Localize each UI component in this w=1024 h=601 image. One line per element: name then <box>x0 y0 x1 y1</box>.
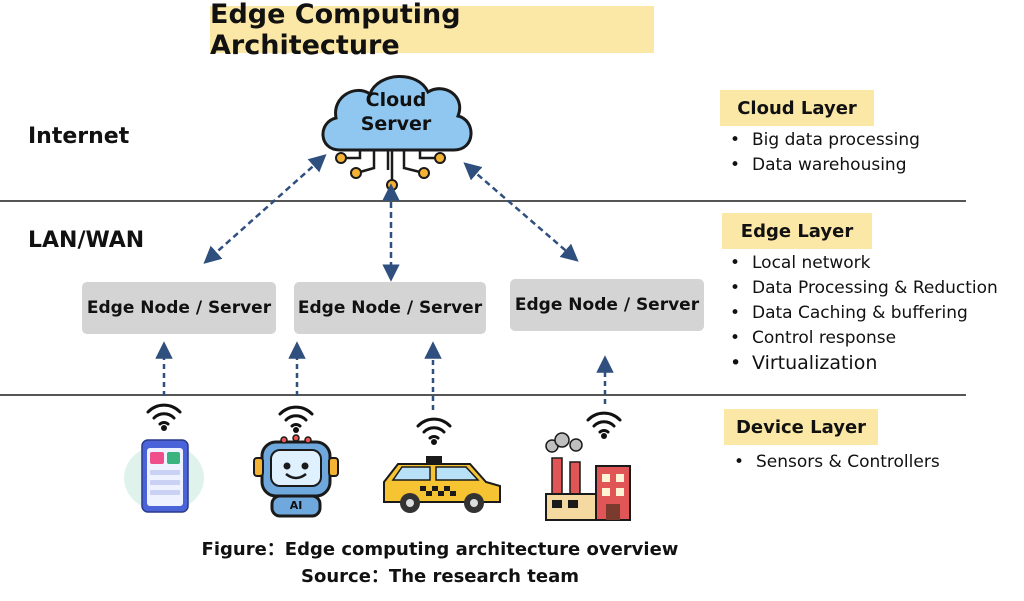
list-item: Control response <box>724 326 998 351</box>
zone-label-lan-wan: LAN/WAN <box>28 228 145 253</box>
source-caption: Source：The research team <box>301 566 579 587</box>
device-layer-list: Sensors & Controllers <box>728 450 940 475</box>
edge-node-3: Edge Node / Server <box>510 279 704 331</box>
edge-layer-label: Edge Layer <box>722 213 872 249</box>
list-item: Local network <box>724 251 998 276</box>
cloud-server-icon <box>321 75 473 191</box>
edge-node-1: Edge Node / Server <box>82 282 276 334</box>
list-item: Virtualization <box>724 351 998 376</box>
list-item: Data warehousing <box>724 153 920 178</box>
cloud-layer-label: Cloud Layer <box>720 90 874 126</box>
taxi-icon <box>383 456 501 513</box>
list-item: Big data processing <box>724 128 920 153</box>
figure-caption: Figure：Edge computing architecture overv… <box>201 539 679 560</box>
ai-robot-icon <box>253 434 339 518</box>
separator-lan-device <box>0 394 966 396</box>
arrow-cloud-edge-1 <box>203 154 327 264</box>
device-layer-label: Device Layer <box>724 409 878 445</box>
cloud-label-line-1: Cloud <box>365 89 427 111</box>
wifi-icon-2 <box>278 405 314 428</box>
arrow-cloud-edge-3 <box>463 162 579 262</box>
list-item: Sensors & Controllers <box>728 450 940 475</box>
zone-label-internet: Internet <box>28 124 130 149</box>
list-item: Data Caching & buffering <box>724 301 998 326</box>
cloud-layer-list: Big data processing Data warehousing <box>724 128 920 178</box>
wifi-icon-3 <box>416 417 452 440</box>
edge-node-2: Edge Node / Server <box>294 282 486 334</box>
edge-layer-list: Local network Data Processing & Reductio… <box>724 251 998 376</box>
wifi-icon-1 <box>146 403 182 426</box>
wifi-icon-4 <box>586 411 622 434</box>
ai-badge: AI <box>289 499 303 512</box>
list-item: Data Processing & Reduction <box>724 276 998 301</box>
smartphone-icon <box>124 439 204 513</box>
factory-icon <box>545 432 631 521</box>
cloud-server-label: Cloud Server <box>340 88 452 136</box>
cloud-label-line-2: Server <box>360 113 432 135</box>
